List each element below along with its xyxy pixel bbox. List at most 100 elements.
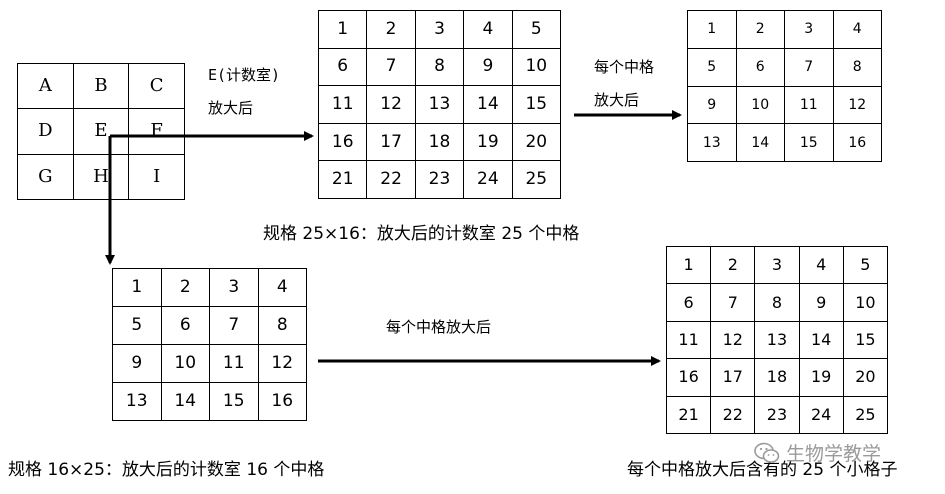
grid-cell: 11 (665, 320, 712, 360)
grid-cell: 16 (257, 382, 307, 421)
grid-cell: 13 (112, 382, 162, 421)
spec-16x25-caption: 规格 16×25：放大后的计数室 16 个中格 (8, 460, 325, 480)
grid-cell: 4 (463, 10, 513, 49)
grid-cell: 17 (710, 358, 756, 397)
grid-cell: 24 (463, 160, 513, 199)
grid-cell: 11 (317, 85, 368, 124)
grid-cell: 3 (414, 10, 465, 49)
grid-cell: 10 (842, 283, 889, 322)
grid-cell: 10 (160, 344, 210, 383)
grid-cell: 18 (754, 358, 800, 397)
grid-cell: 5 (687, 47, 737, 87)
grid-cell: 3 (754, 245, 800, 285)
medium-square-label-line1: 每个中格 (594, 58, 655, 76)
grid-cell: 23 (754, 395, 800, 435)
medium-square-bottom-label: 每个中格放大后 (386, 318, 492, 336)
grid-cell: 3 (784, 10, 834, 49)
grid-cell: 5 (842, 245, 889, 285)
grid-cell: 4 (257, 268, 307, 307)
grid-cell: 23 (414, 160, 465, 199)
grid-cell: 4 (832, 10, 882, 49)
grid-cell: H (72, 153, 130, 201)
grid-cell: 15 (209, 382, 259, 421)
small-squares-caption: 每个中格放大后含有的 25 个小格子 (627, 460, 898, 480)
wechat-icon (754, 442, 780, 463)
grid-cell: 7 (366, 47, 416, 87)
grid-cell: 2 (366, 10, 416, 49)
grid-cell: 15 (784, 123, 834, 162)
grid-cell: I (128, 153, 185, 201)
grid-cell: 15 (842, 320, 889, 360)
medium-square-label-line2: 放大后 (594, 91, 640, 109)
grid-cell: 21 (665, 395, 712, 435)
grid-cell: 22 (366, 160, 416, 199)
grid-cell: 11 (209, 344, 259, 383)
grid-cell: B (72, 62, 130, 110)
grid-cell: 19 (463, 122, 513, 162)
watermark-logo: 生物学教学 (754, 439, 881, 466)
e-chamber-label: E(计数室) (208, 66, 281, 84)
e-magnified-label: 放大后 (208, 99, 254, 117)
grid-cell: G (17, 153, 74, 201)
grid-cell: A (17, 62, 74, 110)
grid-cell: F (128, 108, 185, 155)
grid-cell: 3 (209, 268, 259, 307)
grid-cell: 5 (112, 306, 162, 345)
grid-cell: 24 (798, 395, 844, 435)
grid-cell: 9 (798, 283, 844, 322)
grid-cell: 1 (112, 268, 162, 307)
spec-25x16-caption: 规格 25×16：放大后的计数室 25 个中格 (263, 224, 580, 244)
grid-cell: 20 (511, 122, 562, 162)
grid-cell: 7 (784, 47, 834, 87)
grid-cell: 7 (710, 283, 756, 322)
grid-cell: 4 (798, 245, 844, 285)
grid-cell: 12 (366, 85, 416, 124)
grid-cell: 12 (710, 320, 756, 360)
grid-cell: 16 (832, 123, 882, 162)
grid-cell: 12 (832, 85, 882, 125)
grid-cell: 22 (710, 395, 756, 435)
grid-cell: 12 (257, 344, 307, 383)
grid-cell: 16 (665, 358, 712, 397)
grid-cell: 8 (754, 283, 800, 322)
grid-cell: D (17, 108, 74, 155)
grid-cell: 1 (687, 10, 737, 49)
grid-cell: 10 (735, 85, 785, 125)
grid-cell: 15 (511, 85, 562, 124)
grid-cell: 14 (735, 123, 785, 162)
grid-cell: 8 (832, 47, 882, 87)
grid-cell: 17 (366, 122, 416, 162)
grid-cell: 25 (511, 160, 562, 199)
grid-cell: 6 (665, 283, 712, 322)
grid-cell: 6 (160, 306, 210, 345)
grid-cell: 21 (317, 160, 368, 199)
watermark-text: 生物学教学 (786, 443, 882, 465)
grid-cell: 25 (842, 395, 889, 435)
grid-cell: 7 (209, 306, 259, 345)
grid-cell: 8 (414, 47, 465, 87)
grid-cell: 2 (710, 245, 756, 285)
